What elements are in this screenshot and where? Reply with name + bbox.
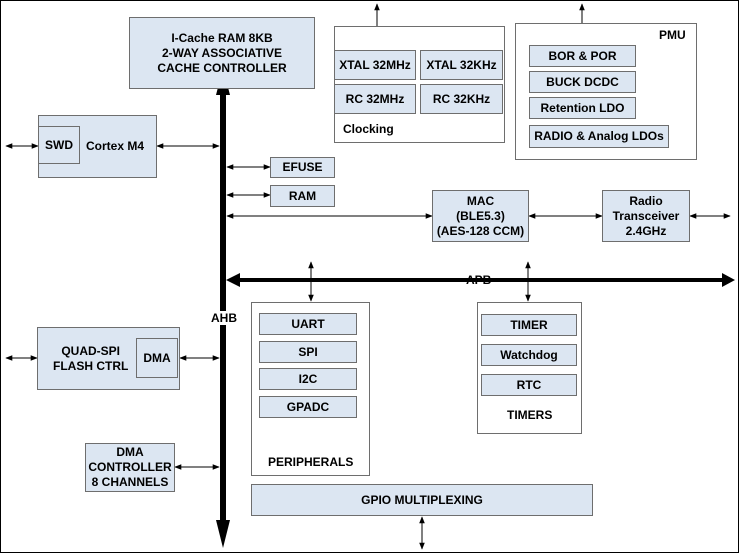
radio-transceiver: Radio Transceiver 2.4GHz	[602, 190, 690, 242]
ahb-label: AHB	[210, 311, 238, 325]
timer-block: TIMER	[481, 314, 577, 336]
mac-block: MAC (BLE5.3) (AES-128 CCM)	[432, 190, 529, 242]
quadspi-label: QUAD-SPI FLASH CTRL	[53, 343, 129, 373]
ahb-bus	[216, 68, 230, 548]
gpadc-block: GPADC	[259, 396, 357, 418]
clocking-title: Clocking	[343, 122, 394, 136]
rc-32mhz: RC 32MHz	[334, 84, 416, 114]
icache-controller: I-Cache RAM 8KB 2-WAY ASSOCIATIVE CACHE …	[129, 17, 315, 89]
gpio-multiplexing: GPIO MULTIPLEXING	[251, 484, 593, 516]
retention-ldo: Retention LDO	[529, 97, 636, 119]
swd-block: SWD	[38, 126, 80, 164]
i2c-block: I2C	[259, 368, 357, 390]
xtal-32khz: XTAL 32KHz	[420, 50, 503, 80]
spi-block: SPI	[259, 341, 357, 363]
xtal-32mhz: XTAL 32MHz	[334, 50, 416, 80]
pmu-title: PMU	[659, 28, 686, 42]
ram-block: RAM	[270, 185, 335, 207]
cortex-m4-label: Cortex M4	[86, 139, 145, 153]
dma-block: DMA	[136, 338, 178, 378]
radio-analog-ldos: RADIO & Analog LDOs	[529, 125, 669, 148]
timers-title: TIMERS	[507, 408, 553, 422]
dma-controller: DMA CONTROLLER 8 CHANNELS	[85, 443, 175, 492]
buck-dcdc: BUCK DCDC	[529, 71, 636, 93]
rtc-block: RTC	[481, 374, 577, 396]
watchdog-block: Watchdog	[481, 344, 577, 366]
efuse-block: EFUSE	[270, 157, 335, 178]
uart-block: UART	[259, 313, 357, 335]
rc-32khz: RC 32KHz	[420, 84, 503, 114]
bor-por: BOR & POR	[529, 45, 636, 67]
peripherals-title: PERIPHERALS	[268, 455, 354, 469]
apb-label: APB	[466, 273, 492, 287]
apb-bus	[226, 273, 735, 287]
